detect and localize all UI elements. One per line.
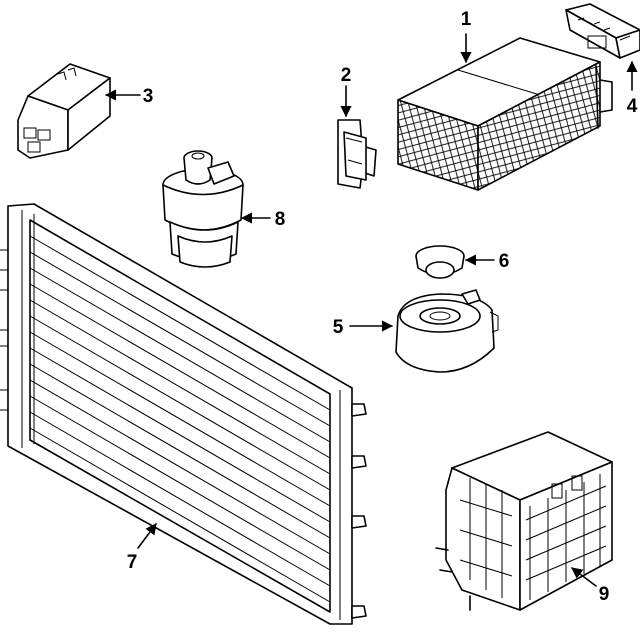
callout-6: 6 <box>499 251 510 272</box>
radiator <box>0 203 367 625</box>
callout-7: 7 <box>127 552 138 573</box>
callout-2: 2 <box>341 65 352 86</box>
reservoir <box>395 289 499 373</box>
sensor-bracket <box>337 119 377 189</box>
callout-5: 5 <box>333 317 344 338</box>
callout-8: 8 <box>275 209 286 230</box>
callout-1: 1 <box>461 9 472 30</box>
inverter-unit <box>435 431 613 611</box>
control-module <box>17 63 111 159</box>
callout-3: 3 <box>143 86 154 107</box>
reservoir-cap <box>415 245 465 279</box>
callout-9: 9 <box>599 584 610 605</box>
callout-4: 4 <box>627 96 638 117</box>
leader-lines <box>104 33 638 587</box>
battery-module <box>397 37 613 191</box>
connector-module <box>565 3 640 59</box>
water-pump <box>162 150 244 268</box>
